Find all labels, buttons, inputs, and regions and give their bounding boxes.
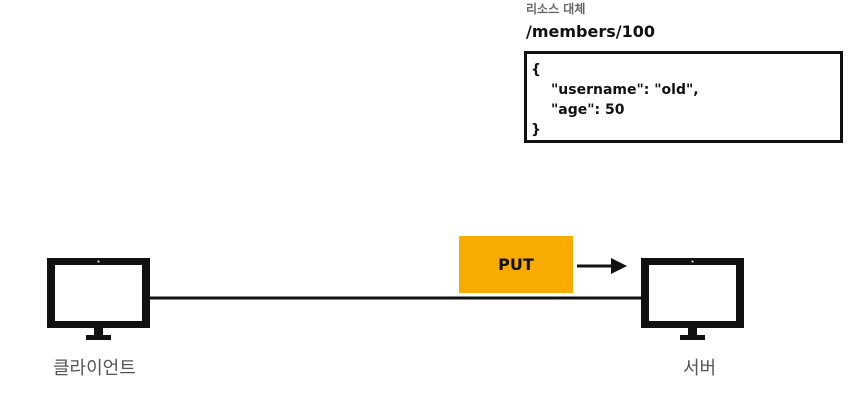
client-label: 클라이언트 bbox=[53, 358, 136, 379]
resource-caption: 리소스 대체 bbox=[526, 2, 586, 16]
resource-path: /members/100 bbox=[526, 22, 655, 41]
arrow-right-icon bbox=[577, 258, 627, 274]
json-body-box: { "username": "old", "age": 50 } bbox=[524, 51, 843, 143]
put-method-box: PUT bbox=[459, 236, 573, 293]
method-label: PUT bbox=[498, 255, 534, 274]
json-open-brace: { bbox=[531, 62, 541, 78]
server-monitor-icon bbox=[641, 258, 744, 340]
client-monitor-icon bbox=[47, 258, 150, 340]
server-label: 서버 bbox=[683, 358, 717, 379]
json-username-line: "username": "old", bbox=[551, 82, 699, 98]
json-age-line: "age": 50 bbox=[551, 102, 625, 118]
json-close-brace: } bbox=[531, 122, 541, 138]
